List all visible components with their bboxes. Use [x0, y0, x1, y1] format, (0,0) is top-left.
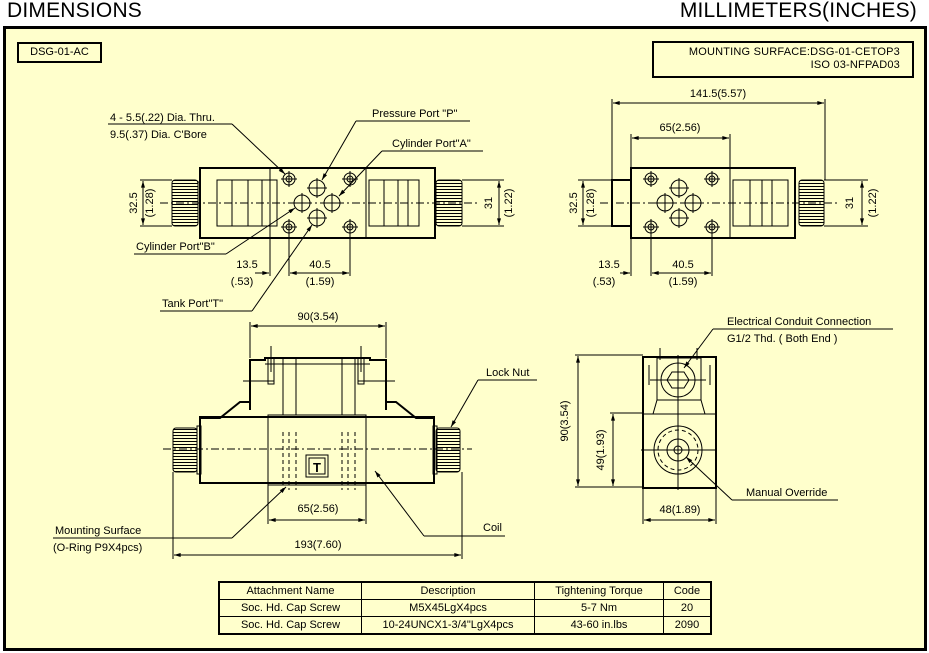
side-body: [642, 356, 717, 489]
label-conduit-thread: G1/2 Thd. ( Both End ): [727, 333, 837, 345]
dim-height-in-right: (1.28): [585, 189, 597, 218]
top-view-right: 141.5(5.57) 65(2.56) 32.5 (1.28) 31 (1.2…: [568, 88, 879, 288]
table-row: Soc. Hd. Cap Screw 10-24UNCX1-3/4"LgX4pc…: [218, 616, 712, 635]
label-cylinder-a: Cylinder Port"A": [392, 138, 471, 150]
col-attachment-name: Attachment Name: [218, 581, 362, 600]
cell-torque: 5-7 Nm: [534, 599, 664, 617]
dim-a-in-right: (.53): [593, 276, 616, 288]
label-conduit: Electrical Conduit Connection: [727, 316, 871, 328]
dim-height-mm: 32.5: [128, 192, 140, 213]
col-tightening-torque: Tightening Torque: [534, 581, 664, 600]
dim-a-mm-right: 13.5: [598, 259, 619, 271]
front-view: T 90(3.54) 65(2.56) 193(7.60) Lock Nut C…: [53, 311, 537, 559]
coil-body: [199, 416, 435, 484]
badge-t-icon: T: [313, 460, 321, 475]
top-view-left: 32.5 (1.28) 31 (1.22) 13.5 (.53) 40.5 (1…: [108, 108, 515, 312]
cell-code: 20: [663, 599, 712, 617]
dim-height-in: (1.28): [144, 189, 156, 218]
dim-height-side: 90(3.54): [559, 401, 571, 442]
drawing-frame: [3, 26, 927, 651]
dim-b-mm-right: 40.5: [672, 259, 693, 271]
label-manual-override: Manual Override: [746, 487, 827, 499]
label-tank-port: Tank Port"T": [162, 298, 223, 310]
col-description: Description: [361, 581, 535, 600]
dim-total-front: 193(7.60): [294, 539, 341, 551]
dim-right-mm-right: 31: [844, 197, 856, 209]
units-label: MILLIMETERS(INCHES): [679, 0, 917, 22]
label-oring: (O-Ring P9X4pcs): [53, 542, 142, 554]
table-header-row: Attachment Name Description Tightening T…: [218, 581, 712, 600]
cell-torque: 43-60 in.lbs: [534, 616, 664, 635]
mounting-holes-right: [643, 171, 720, 235]
cell-description: 10-24UNCX1-3/4"LgX4pcs: [361, 616, 535, 635]
dim-body-right: 65(2.56): [660, 122, 701, 134]
label-lock-nut: Lock Nut: [486, 367, 529, 379]
cell-description: M5X45LgX4pcs: [361, 599, 535, 617]
label-cylinder-b: Cylinder Port"B": [136, 241, 215, 253]
mounting-surface-line1: MOUNTING SURFACE:DSG-01-CETOP3: [688, 46, 900, 58]
table-row: Soc. Hd. Cap Screw M5X45LgX4pcs 5-7 Nm 2…: [218, 599, 712, 617]
model-label: DSG-01-AC: [17, 42, 102, 63]
ports: [292, 178, 342, 228]
label-coil: Coil: [483, 522, 502, 534]
dim-height-mm-right: 32.5: [568, 192, 580, 213]
dim-center-side: 49(1.93): [595, 430, 607, 471]
ports-right: [655, 178, 703, 228]
cell-code: 2090: [663, 616, 712, 635]
mounting-holes: [281, 171, 358, 235]
label-pressure-port: Pressure Port "P": [372, 108, 458, 120]
dim-b-in-right: (1.59): [669, 276, 698, 288]
dim-a-mm: 13.5: [236, 259, 257, 271]
dim-a-in: (.53): [231, 276, 254, 288]
label-holes-thru: 4 - 5.5(.22) Dia. Thru.: [110, 112, 215, 124]
dim-width-side: 48(1.89): [660, 504, 701, 516]
dim-right-in-right: (1.22): [867, 189, 879, 218]
dim-body-front: 65(2.56): [298, 503, 339, 515]
label-mounting-surface: Mounting Surface: [55, 525, 141, 537]
col-code: Code: [663, 581, 712, 600]
dim-right-in: (1.22): [503, 189, 515, 218]
dim-top-front: 90(3.54): [298, 311, 339, 323]
mounting-surface-line2: ISO 03-NFPAD03: [810, 59, 900, 71]
dim-right-mm: 31: [483, 197, 495, 209]
side-view: 90(3.54) 49(1.93) 48(1.89) Electrical Co…: [559, 316, 893, 524]
dim-b-in: (1.59): [306, 276, 335, 288]
attachment-table: Attachment Name Description Tightening T…: [218, 581, 712, 635]
dim-b-mm: 40.5: [309, 259, 330, 271]
label-holes-cbore: 9.5(.37) Dia. C'Bore: [110, 129, 207, 141]
cell-name: Soc. Hd. Cap Screw: [218, 599, 362, 617]
cell-name: Soc. Hd. Cap Screw: [218, 616, 362, 635]
page-title: DIMENSIONS: [7, 0, 143, 22]
mounting-surface-box: MOUNTING SURFACE:DSG-01-CETOP3 ISO 03-NF…: [652, 41, 914, 78]
dim-total-right: 141.5(5.57): [690, 88, 746, 100]
